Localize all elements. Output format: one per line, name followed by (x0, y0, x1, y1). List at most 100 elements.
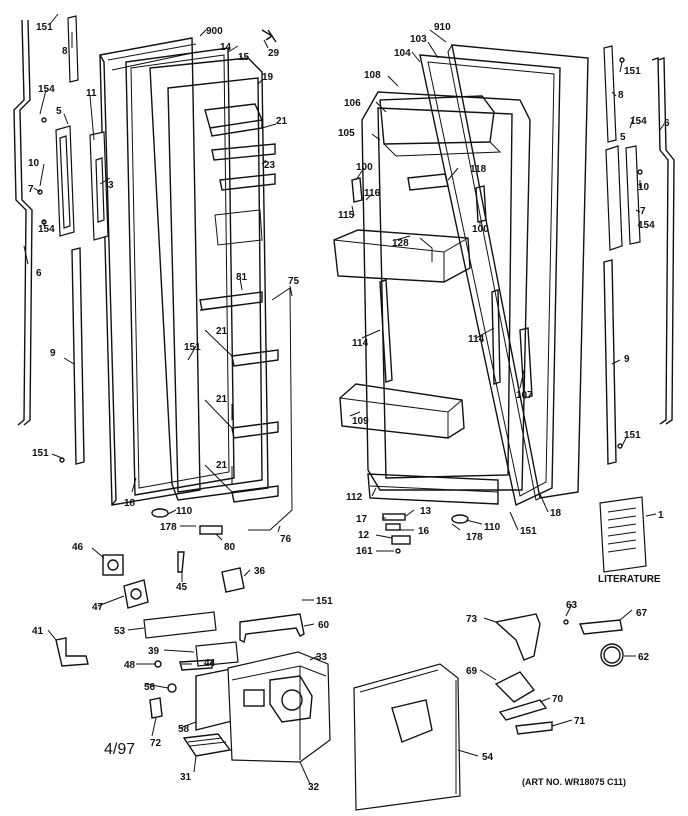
callout: 151 (184, 342, 201, 353)
callout: 70 (552, 694, 564, 705)
callout: 67 (636, 608, 648, 619)
callout: 48 (124, 660, 136, 671)
callout: 36 (254, 566, 266, 577)
callout: 154 (638, 220, 655, 231)
literature-label: LITERATURE (598, 574, 661, 585)
callout: 104 (394, 48, 411, 59)
callout: 910 (434, 22, 451, 33)
callout: 19 (262, 72, 274, 83)
callout: 29 (268, 48, 280, 59)
callout: 151 (624, 430, 641, 441)
callout: 54 (482, 752, 494, 763)
callout: 108 (364, 70, 381, 81)
hinge-small-parts (151, 29, 469, 554)
ice-chute-parts (494, 613, 624, 735)
freezer-handle-parts (13, 15, 109, 465)
callout: 21 (216, 460, 228, 471)
callout: 154 (38, 224, 55, 235)
callout: 41 (32, 626, 44, 637)
callout: 33 (316, 652, 328, 663)
callout: 3 (108, 180, 114, 191)
callout: 114 (352, 338, 369, 349)
callout: 16 (418, 526, 430, 537)
callout: 9 (50, 348, 56, 359)
callout: 9 (624, 354, 630, 365)
callout: 23 (264, 160, 276, 171)
leader-lines (23, 13, 665, 785)
callout: 1 (658, 510, 664, 521)
freezer-door-assembly (99, 37, 293, 531)
callout: 115 (338, 210, 355, 221)
callout: 118 (470, 164, 487, 175)
callout-labels: 151 8 900 14 15 29 19 21 23 154 5 11 3 1… (28, 22, 670, 793)
callout: 44 (204, 658, 216, 669)
callout: 900 (206, 26, 223, 37)
callout: 53 (114, 626, 126, 637)
callout: 58 (178, 724, 190, 735)
callout: 63 (566, 600, 578, 611)
art-number: (ART NO. WR18075 C11) (522, 777, 626, 787)
callout: 15 (238, 52, 250, 63)
callout: 31 (180, 772, 192, 783)
callout: 106 (344, 98, 361, 109)
callout: 105 (338, 128, 355, 139)
callout: 114 (468, 334, 485, 345)
dispenser-cover (353, 663, 461, 811)
callout: 110 (484, 522, 501, 533)
callout: 18 (124, 498, 136, 509)
callout: 39 (148, 646, 160, 657)
callout: 112 (346, 492, 363, 503)
callout: 75 (288, 276, 300, 287)
callout: 151 (624, 66, 641, 77)
callout: 21 (216, 394, 228, 405)
callout: 21 (276, 116, 288, 127)
callout: 47 (92, 602, 104, 613)
callout: 71 (574, 716, 586, 727)
callout: 100 (472, 224, 489, 235)
callout: 5 (620, 132, 626, 143)
date-code: 4/97 (104, 741, 135, 758)
callout: 10 (638, 182, 650, 193)
callout: 11 (86, 88, 97, 99)
callout: 56 (144, 682, 156, 693)
callout: 151 (316, 596, 333, 607)
callout: 8 (618, 90, 624, 101)
callout: 110 (176, 506, 193, 517)
callout: 69 (466, 666, 478, 677)
callout: 80 (224, 542, 236, 553)
callout: 178 (160, 522, 177, 533)
fresh-food-handle-parts (603, 45, 675, 465)
callout: 6 (664, 118, 670, 129)
callout: 100 (356, 162, 373, 173)
callout: 128 (392, 238, 409, 249)
callout: 151 (36, 22, 53, 33)
fresh-food-door-assembly (333, 44, 589, 507)
callout: 7 (28, 184, 34, 195)
callout: 18 (550, 508, 562, 519)
callout: 17 (356, 514, 368, 525)
callout: 60 (318, 620, 330, 631)
callout: 46 (72, 542, 84, 553)
callout: 72 (150, 738, 162, 749)
callout: 81 (236, 272, 248, 283)
callout: 21 (216, 326, 228, 337)
callout: 73 (466, 614, 478, 625)
callout: 6 (36, 268, 42, 279)
callout: 109 (352, 416, 369, 427)
callout: 12 (358, 530, 370, 541)
callout: 151 (520, 526, 537, 537)
callout: 103 (410, 34, 427, 45)
literature-booklet (599, 496, 647, 573)
callout: 10 (28, 158, 40, 169)
callout: 107 (516, 390, 533, 401)
callout: 154 (38, 84, 55, 95)
dispenser-parts (55, 551, 331, 763)
callout: 62 (638, 652, 650, 663)
callout: 154 (630, 116, 647, 127)
callout: 151 (32, 448, 49, 459)
callout: 116 (364, 188, 381, 199)
callout: 8 (62, 46, 68, 57)
callout: 13 (420, 506, 432, 517)
callout: 14 (220, 42, 232, 53)
